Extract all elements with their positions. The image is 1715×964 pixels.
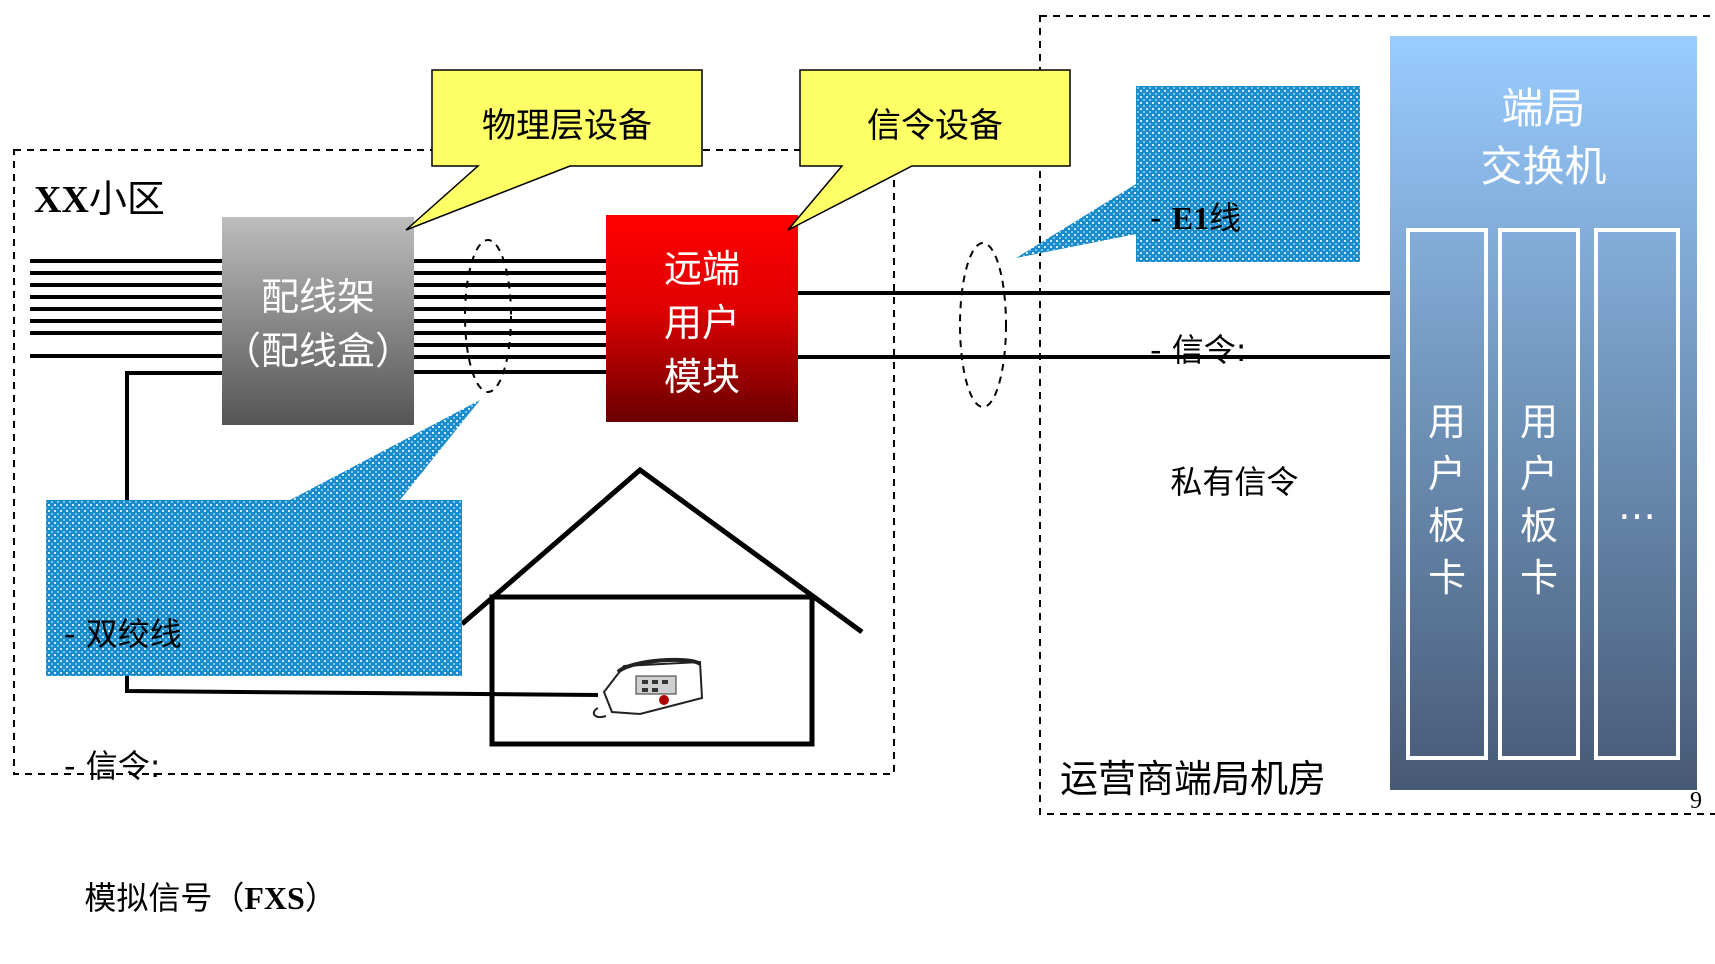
e1-ellipse <box>959 242 1007 408</box>
twisted-pair-callout-line2: - 信令: <box>64 747 161 785</box>
line-card-3-label: … <box>1596 480 1678 532</box>
twisted-pair-callout-shape <box>46 400 480 676</box>
e1-callout-line2: - 信令: <box>1150 331 1247 369</box>
switch-box <box>1390 36 1697 790</box>
line-card-2-char: 卡 <box>1519 556 1558 600</box>
line-card-2 <box>1498 228 1580 760</box>
switch-cards <box>1406 228 1680 760</box>
twisted-pair-ellipse <box>464 239 512 393</box>
distribution-frame-line1: 配线架 <box>260 275 375 319</box>
line-card-1-label: 用 户 板 卡 <box>1408 396 1486 604</box>
switch-title: 端局 交换机 <box>1390 80 1697 196</box>
remote-module-label: 远端 用户 模块 <box>606 242 798 404</box>
page-number: 9 <box>1690 788 1702 814</box>
line-card-1 <box>1406 228 1488 760</box>
e1-callout-text: - E1线 - 信令: 私有信令 <box>1150 108 1298 548</box>
physical-layer-callout-text: 物理层设备 <box>482 106 652 146</box>
telephone-icon <box>592 657 704 718</box>
line-card-2-char: 用 <box>1519 400 1558 444</box>
remote-module-line3: 模块 <box>663 355 740 399</box>
twisted-pair-callout-text: - 双绞线 - 信令: 模拟信号（FXS） <box>64 524 337 964</box>
signaling-device-callout-shape <box>787 69 1071 231</box>
line-card-2-char: 板 <box>1519 504 1558 548</box>
house <box>460 466 864 747</box>
subscriber-lines-left <box>30 259 240 358</box>
line-card-2-label: 用 户 板 卡 <box>1500 396 1578 604</box>
line-card-1-char: 板 <box>1427 504 1466 548</box>
residential-zone-boundary <box>13 149 895 775</box>
remote-module-line2: 用户 <box>663 301 740 345</box>
line-card-3-ellipsis: … <box>1618 484 1656 528</box>
residential-zone-label: XX小区 <box>34 168 165 223</box>
twisted-pair-callout-line1: - 双绞线 <box>64 615 182 653</box>
remote-module-box <box>606 215 798 422</box>
switch-title-line2: 交换机 <box>1480 142 1607 191</box>
line-card-3 <box>1594 228 1680 760</box>
line-card-2-char: 户 <box>1519 452 1558 496</box>
residential-zone-label-suffix: 小区 <box>88 177 165 221</box>
e1-callout-line3: 私有信令 <box>1150 463 1299 501</box>
signaling-device-callout-text: 信令设备 <box>867 106 1003 146</box>
distribution-frame-label: 配线架 （配线盒） <box>222 270 414 378</box>
switch-title-line1: 端局 <box>1501 84 1586 133</box>
distribution-frame-line2: （配线盒） <box>222 329 413 373</box>
line-card-1-char: 用 <box>1427 400 1466 444</box>
residential-zone-label-prefix: XX <box>34 179 89 221</box>
e1-lines <box>798 291 1456 359</box>
twisted-pair-callout-line3: 模拟信号（FXS） <box>64 879 337 917</box>
distribution-frame-box <box>222 217 414 425</box>
line-card-1-char: 卡 <box>1427 556 1466 600</box>
line-card-1-char: 户 <box>1427 452 1466 496</box>
operator-zone-boundary <box>1039 15 1715 815</box>
e1-callout-shape <box>1016 86 1360 262</box>
remote-module-line1: 远端 <box>663 247 740 291</box>
operator-zone-label: 运营商端局机房 <box>1060 757 1327 801</box>
network-diagram <box>13 15 1715 815</box>
e1-callout-line1: - E1线 <box>1150 199 1242 237</box>
physical-layer-callout-shape <box>405 69 703 231</box>
